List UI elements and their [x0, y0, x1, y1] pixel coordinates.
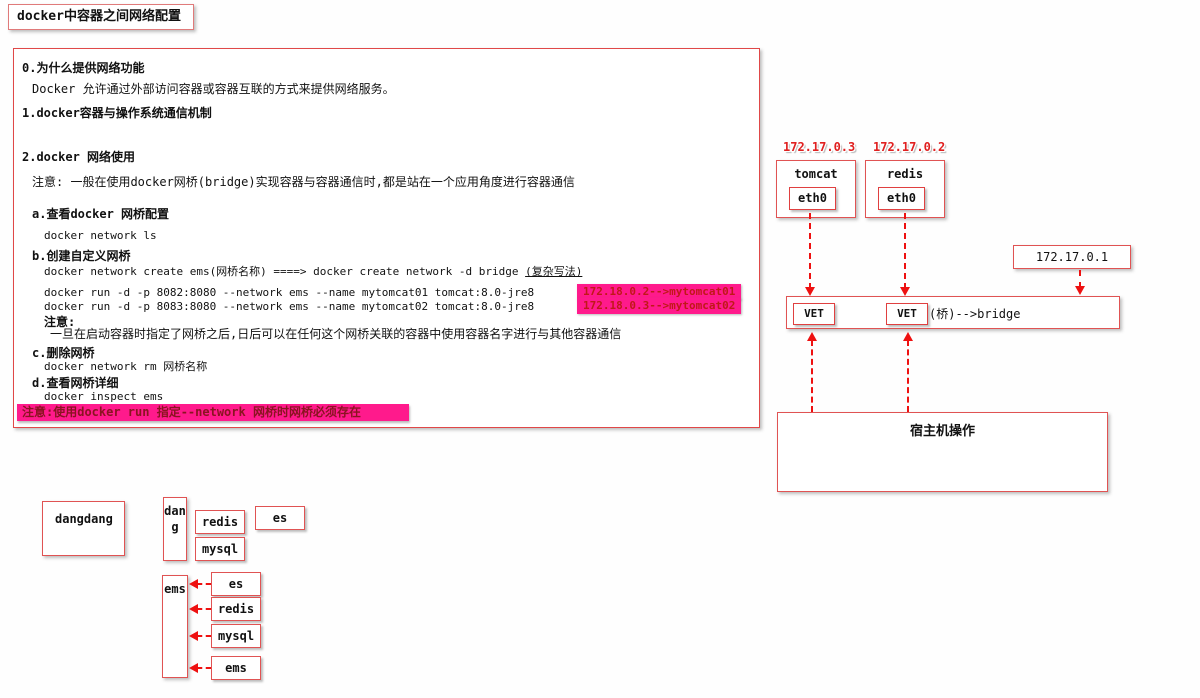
vet-port-box: VET — [793, 303, 835, 325]
note-line: 2.docker 网络使用 — [22, 150, 136, 164]
warning-banner: 注意:使用docker run 指定--network 网桥时网桥必须存在 — [17, 404, 409, 421]
bridge-box: (桥)-->bridge VET VET — [786, 296, 1120, 329]
note-command: docker network create ems(网桥名称) ====> do… — [44, 265, 582, 279]
dashed-arrow-down — [904, 213, 906, 289]
ems-vertical-box: ems — [162, 575, 188, 678]
command-suffix: (复杂写法) — [525, 265, 583, 278]
container-label: tomcat — [794, 167, 838, 181]
host-label: 宿主机操作 — [909, 424, 975, 439]
member-box-redis: redis — [211, 597, 261, 621]
note-command: docker run -d -p 8082:8080 --network ems… — [44, 284, 742, 300]
arrowhead-up-icon — [903, 332, 913, 341]
ip-sticker-redis: 172.17.0.2 — [873, 140, 946, 154]
member-box-mysql: mysql — [195, 537, 245, 561]
note-line: 1.docker容器与操作系统通信机制 — [22, 106, 212, 120]
ip-sticker-tomcat: 172.17.0.3 — [783, 140, 856, 154]
note-line: 注意: — [44, 315, 76, 329]
arrowhead-left-icon — [189, 631, 198, 641]
tomcat-container-box: tomcat eth0 — [776, 160, 856, 218]
container-label: redis — [886, 167, 924, 181]
member-box-mysql: mysql — [211, 624, 261, 648]
dashed-arrow-left — [197, 583, 211, 585]
note-line: 注意: 一般在使用docker网桥(bridge)实现容器与容器通信时,都是站在… — [32, 175, 575, 189]
note-line: c.删除网桥 — [32, 346, 95, 360]
arrowhead-down-icon — [1075, 286, 1085, 295]
member-box-redis: redis — [195, 510, 245, 534]
note-line: a.查看docker 网桥配置 — [32, 207, 170, 221]
dangdang-network-box: dangdang — [42, 501, 125, 556]
member-box-es: es — [211, 572, 261, 596]
note-command: docker inspect ems — [44, 390, 164, 403]
dashed-arrow-up — [811, 340, 813, 412]
note-line: b.创建自定义网桥 — [32, 249, 131, 263]
note-line: 0.为什么提供网络功能 — [22, 61, 145, 75]
arrowhead-left-icon — [189, 604, 198, 614]
redis-container-box: redis eth0 — [865, 160, 945, 218]
dashed-arrow-left — [197, 608, 211, 610]
eth0-box: eth0 — [878, 187, 925, 210]
vet-port-box: VET — [886, 303, 928, 325]
note-command: docker network rm 网桥名称 — [44, 360, 208, 373]
bridge-label: (桥)-->bridge — [929, 307, 1021, 321]
member-box-ems: ems — [211, 656, 261, 680]
host-box: 宿主机操作 — [777, 412, 1108, 492]
gateway-ip-box: 172.17.0.1 — [1013, 245, 1131, 269]
arrowhead-left-icon — [189, 663, 198, 673]
command-text: docker run -d -p 8082:8080 --network ems… — [44, 286, 535, 299]
dashed-arrow-left — [197, 635, 211, 637]
ip-highlight: 172.18.0.2-->mytomcat01 — [577, 284, 742, 300]
dashed-arrow-left — [197, 667, 211, 669]
page-title-box: docker中容器之间网络配置 — [8, 4, 194, 30]
dashed-arrow-down — [809, 213, 811, 289]
dashed-arrow-down — [1079, 270, 1081, 288]
note-line: d.查看网桥详细 — [32, 376, 119, 390]
ip-highlight: 172.18.0.3-->mytomcat02 — [577, 298, 742, 314]
note-line: 一旦在启动容器时指定了网桥之后,日后可以在任何这个网桥关联的容器中使用容器名字进… — [50, 327, 622, 341]
member-box-es: es — [255, 506, 305, 530]
command-text: docker run -d -p 8083:8080 --network ems… — [44, 300, 535, 313]
command-text: docker network create ems(网桥名称) ====> do… — [44, 265, 526, 278]
arrowhead-left-icon — [189, 579, 198, 589]
eth0-box: eth0 — [789, 187, 836, 210]
notes-box: 0.为什么提供网络功能 Docker 允许通过外部访问容器或容器互联的方式来提供… — [13, 48, 760, 428]
note-command: docker network ls — [44, 229, 157, 242]
note-command: docker run -d -p 8083:8080 --network ems… — [44, 298, 742, 314]
dang-vertical-box: dang — [163, 497, 187, 561]
page-title: docker中容器之间网络配置 — [17, 9, 181, 24]
arrowhead-down-icon — [900, 287, 910, 296]
dashed-arrow-up — [907, 340, 909, 412]
arrowhead-up-icon — [807, 332, 817, 341]
arrowhead-down-icon — [805, 287, 815, 296]
note-line: Docker 允许通过外部访问容器或容器互联的方式来提供网络服务。 — [32, 82, 395, 96]
